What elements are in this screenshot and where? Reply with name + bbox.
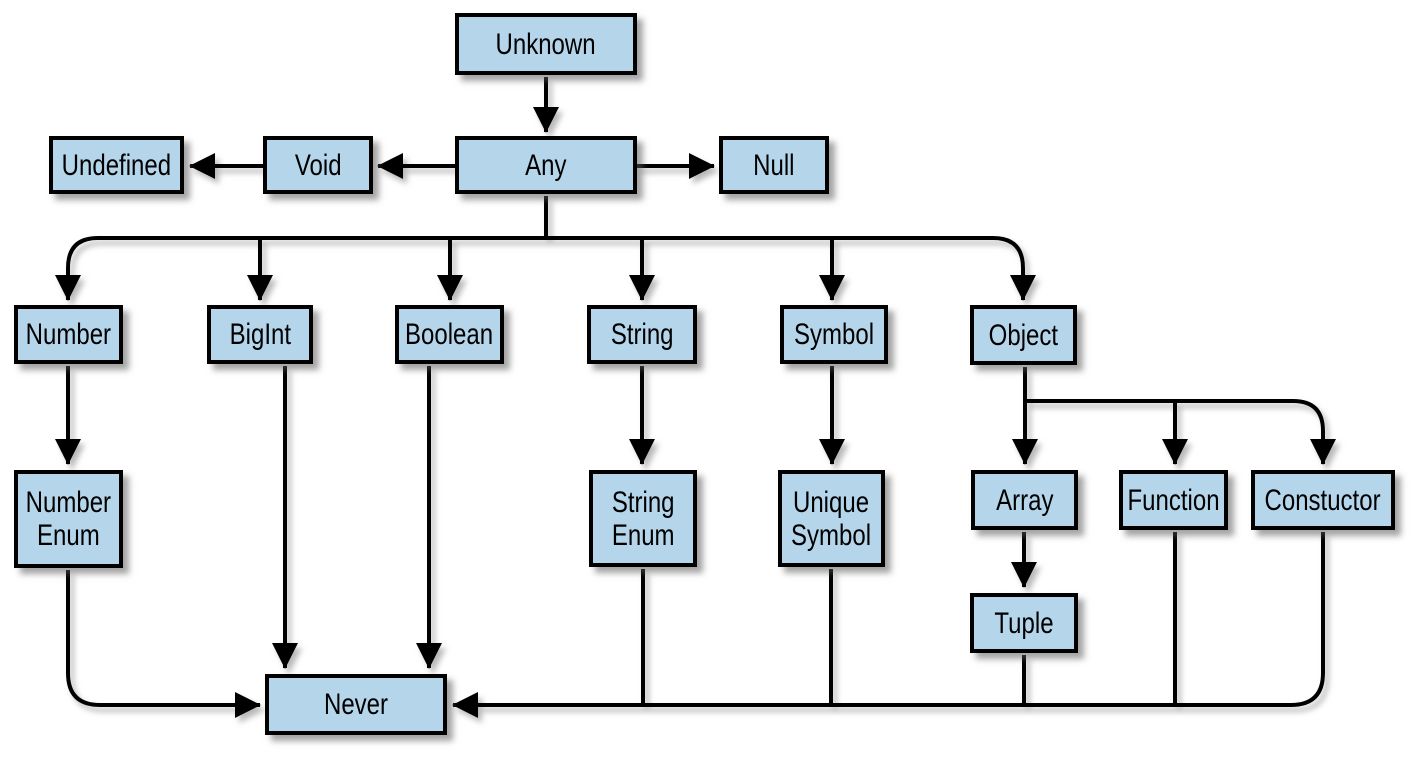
node-tuple-label: Tuple bbox=[994, 606, 1054, 640]
node-string-label: String bbox=[610, 318, 674, 351]
edge-any-object bbox=[546, 236, 1036, 301]
node-unique-symbol-label: Unique Symbol bbox=[791, 485, 872, 552]
node-array-label: Array bbox=[995, 483, 1054, 517]
node-string: String bbox=[587, 305, 697, 364]
node-null: Null bbox=[719, 136, 829, 194]
node-any-label: Any bbox=[525, 148, 567, 182]
node-never: Never bbox=[265, 674, 447, 735]
edge-any-number bbox=[55, 236, 546, 301]
node-constuctor: Constuctor bbox=[1251, 470, 1395, 530]
node-object: Object bbox=[970, 305, 1077, 365]
node-symbol-label: Symbol bbox=[793, 318, 875, 351]
node-array: Array bbox=[971, 470, 1078, 530]
node-number-enum: Number Enum bbox=[14, 470, 123, 568]
node-void: Void bbox=[263, 136, 373, 194]
node-undefined-label: Undefined bbox=[61, 148, 172, 182]
node-number-enum-label: Number Enum bbox=[25, 486, 112, 552]
node-bigint-label: BigInt bbox=[229, 318, 291, 351]
node-void-label: Void bbox=[294, 148, 342, 182]
node-unique-symbol: Unique Symbol bbox=[778, 470, 885, 567]
node-function: Function bbox=[1119, 470, 1228, 530]
edge-object-constuctor bbox=[1025, 399, 1336, 465]
node-constuctor-label: Constuctor bbox=[1264, 483, 1382, 517]
node-never-label: Never bbox=[323, 688, 389, 721]
node-symbol: Symbol bbox=[780, 305, 888, 364]
node-unknown-label: Unknown bbox=[495, 27, 597, 61]
edge-number-enum-never bbox=[66, 570, 261, 718]
node-tuple: Tuple bbox=[970, 593, 1078, 653]
node-function-label: Function bbox=[1127, 483, 1220, 517]
node-number: Number bbox=[14, 305, 123, 364]
node-unknown: Unknown bbox=[455, 13, 637, 75]
node-any: Any bbox=[455, 136, 637, 194]
node-number-label: Number bbox=[25, 318, 112, 351]
node-boolean: Boolean bbox=[395, 305, 504, 364]
edge-constuctor-never bbox=[452, 532, 1325, 718]
node-string-enum-label: String Enum bbox=[611, 485, 675, 552]
node-bigint: BigInt bbox=[207, 305, 313, 364]
node-undefined: Undefined bbox=[49, 136, 184, 194]
node-boolean-label: Boolean bbox=[405, 318, 494, 351]
node-string-enum: String Enum bbox=[589, 470, 697, 567]
node-object-label: Object bbox=[988, 318, 1059, 352]
node-null-label: Null bbox=[753, 148, 795, 182]
